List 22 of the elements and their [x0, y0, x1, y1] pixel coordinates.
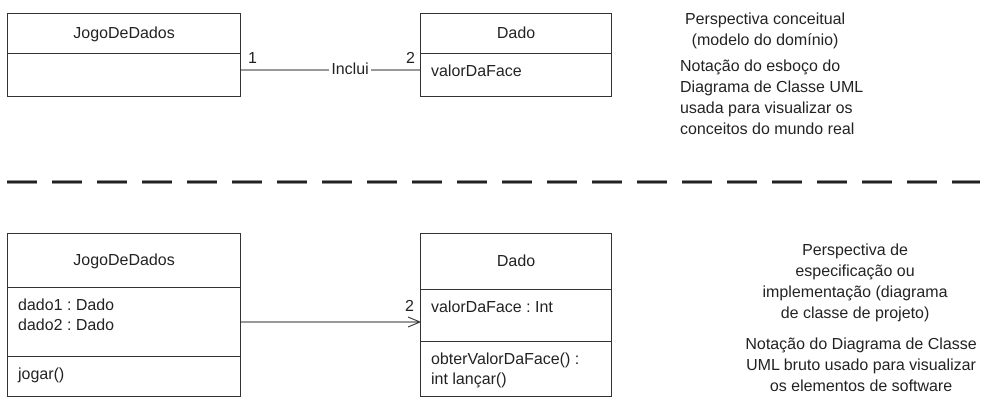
multiplicity: 1 — [248, 49, 257, 69]
class-name: Dado — [496, 252, 536, 272]
class-box — [420, 233, 612, 397]
class-box — [7, 13, 241, 97]
class-name: Dado — [496, 24, 536, 44]
note-text: Notação do Diagrama de Classe UML bruto usado para visualizar os elementos de software — [744, 335, 978, 397]
note-text: Notação do esboço do Diagrama de Classe UML usada para visualizar os conceitos do mundo real — [680, 57, 864, 140]
class-operation: jogar() — [18, 365, 66, 385]
multiplicity: 2 — [406, 49, 415, 69]
multiplicity: 2 — [405, 297, 414, 317]
perspective-note: Perspectiva de especificação ou implementação (diagrama de classe de projeto) — [762, 241, 948, 324]
class-box — [7, 233, 241, 397]
class-box — [420, 13, 612, 97]
class-operation: obterValorDaFace() : int lançar() — [431, 350, 580, 390]
perspective-note: Perspectiva conceitual (modelo do domínio) — [684, 10, 846, 51]
class-attribute: dado2 : Dado — [18, 316, 116, 336]
class-attribute: valorDaFace — [431, 62, 523, 82]
class-name: JogoDeDados — [73, 24, 175, 44]
class-name: JogoDeDados — [73, 250, 175, 270]
class-attribute: valorDaFace : Int — [431, 298, 554, 318]
arrow — [240, 316, 420, 328]
class-attribute: dado1 : Dado — [18, 296, 116, 316]
